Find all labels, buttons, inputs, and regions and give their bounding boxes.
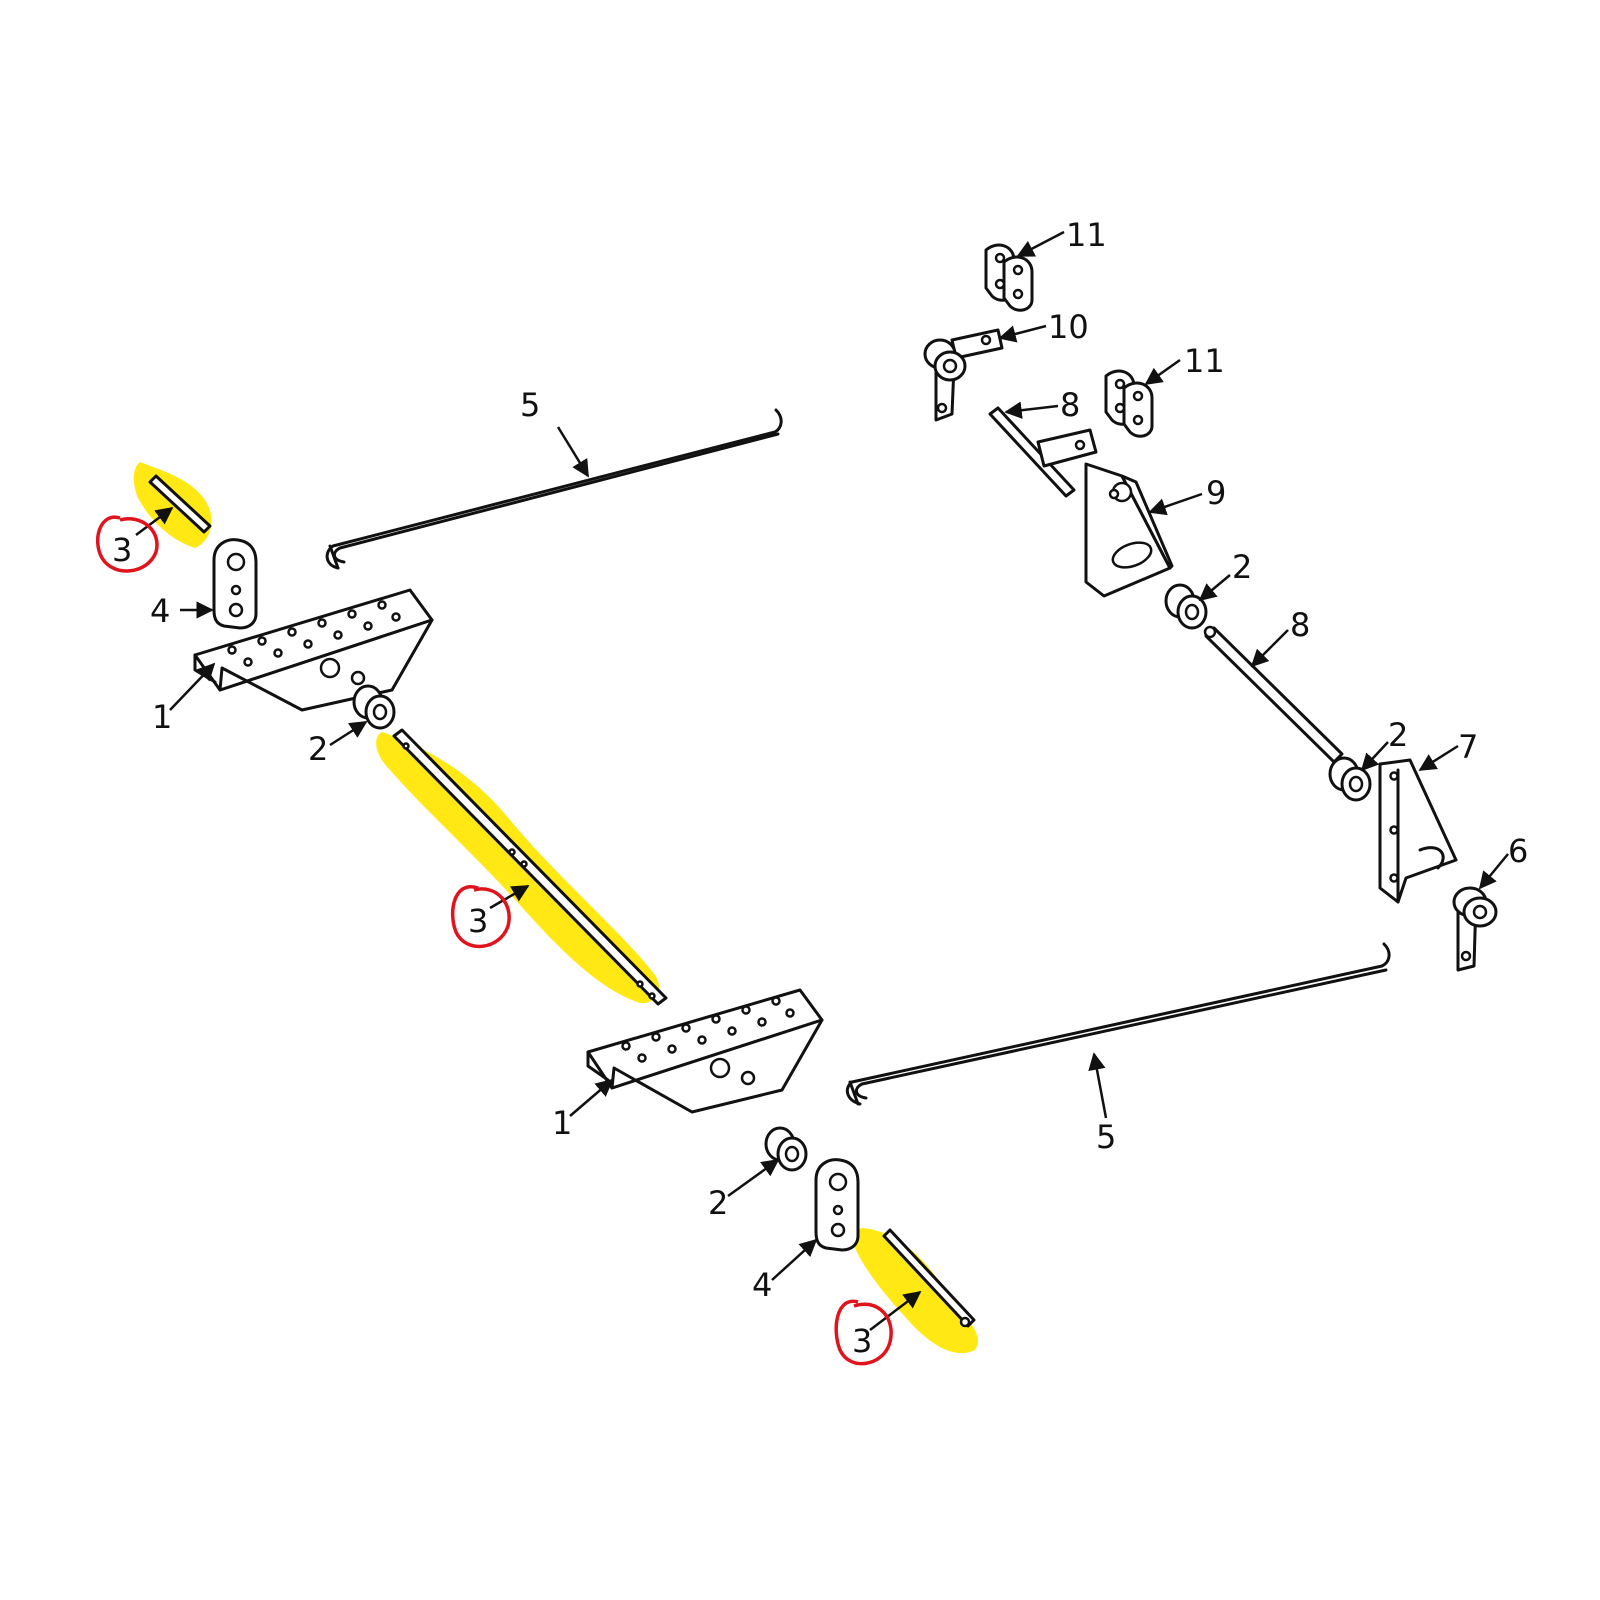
callout-4-bottom: 4 <box>752 1266 772 1304</box>
leader-lines <box>135 230 1509 1331</box>
highlight-pin-topleft <box>133 462 212 548</box>
bushing-2-center <box>764 1126 808 1172</box>
shaft-8-upper <box>988 406 1076 498</box>
bracket-1-lower <box>586 988 824 1114</box>
tab-plate <box>1036 428 1098 468</box>
callout-2-center: 2 <box>708 1184 728 1222</box>
callout-8-lower: 8 <box>1290 606 1310 644</box>
lever-10 <box>923 328 1004 422</box>
bracket-1-upper <box>193 588 434 712</box>
callout-1-center: 1 <box>552 1104 572 1142</box>
link-11-upper <box>984 243 1034 312</box>
rod-5-top <box>325 408 783 570</box>
bushing-2-right-upper <box>1164 583 1208 630</box>
callout-labels: 5 3 4 1 2 3 1 5 2 4 3 11 10 11 8 9 2 8 2… <box>112 216 1528 1360</box>
callout-3-topleft: 3 <box>112 531 132 569</box>
circle-annotation-middle <box>451 885 511 949</box>
callout-10: 10 <box>1048 308 1089 346</box>
plate-4-left <box>212 538 258 630</box>
callout-9: 9 <box>1206 474 1226 512</box>
callout-3-bottom: 3 <box>852 1322 872 1360</box>
callout-4-left: 4 <box>150 592 170 630</box>
pin-3-topleft <box>148 474 212 534</box>
bushing-2-right-lower <box>1328 756 1372 802</box>
pin-3-long <box>392 728 668 1006</box>
lever-6 <box>1452 886 1498 972</box>
callout-5-bottom: 5 <box>1096 1118 1116 1156</box>
callout-1-left: 1 <box>152 698 172 736</box>
callout-8-upper: 8 <box>1060 386 1080 424</box>
plate-4-bottom <box>814 1158 860 1252</box>
callout-2-right-lower: 2 <box>1388 716 1408 754</box>
callout-11-upper: 11 <box>1066 216 1107 254</box>
pin-3-bottom <box>882 1228 976 1328</box>
circle-annotation-topleft <box>96 515 159 573</box>
circle-annotation-bottom <box>834 1299 893 1366</box>
bushing-2-left <box>352 684 396 730</box>
callout-3-middle: 3 <box>468 902 488 940</box>
shaft-8-lower <box>1203 625 1344 764</box>
callout-11-lower: 11 <box>1184 342 1225 380</box>
callout-2-right-upper: 2 <box>1232 548 1252 586</box>
link-11-lower <box>1104 369 1154 438</box>
callout-7: 7 <box>1458 728 1478 766</box>
rod-5-bottom <box>845 942 1391 1106</box>
callout-5-top: 5 <box>520 386 540 424</box>
highlight-pin-bottom <box>854 1228 978 1354</box>
bracket-9 <box>1084 462 1174 598</box>
callout-2-left: 2 <box>308 730 328 768</box>
callout-6: 6 <box>1508 832 1528 870</box>
bracket-7 <box>1378 758 1458 904</box>
